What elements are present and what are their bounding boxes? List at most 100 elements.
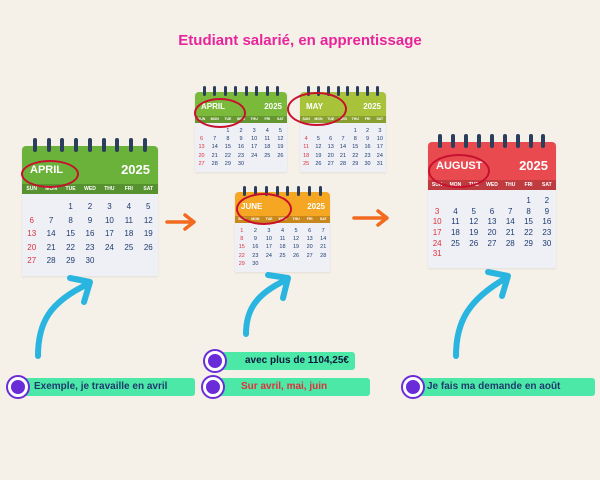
- calendar-day: 15: [352, 144, 359, 151]
- highlight-oval-august-large: [428, 154, 490, 188]
- calendar-day: [446, 196, 464, 207]
- weekday-label: THU: [250, 117, 258, 121]
- calendar-ring: [101, 138, 106, 152]
- calendar-ring: [129, 138, 134, 152]
- weekday-label: WED: [486, 182, 498, 188]
- calendar-day: 9: [366, 136, 370, 143]
- calendar-day: 6: [200, 136, 204, 143]
- calendar-ring: [528, 134, 533, 148]
- calendar-day: 7: [508, 206, 513, 216]
- calendar-ring: [87, 138, 92, 152]
- calendar-day: 26: [293, 252, 300, 259]
- label-pill-right: Je fais ma demande en août: [405, 378, 595, 396]
- purple-dot-icon: [403, 377, 423, 397]
- calendar-ring: [223, 86, 227, 96]
- calendar-ring: [213, 86, 217, 96]
- calendar-day: 2: [544, 196, 550, 205]
- calendar-day: 25: [450, 238, 460, 248]
- calendar-day: 6: [489, 206, 495, 216]
- calendar-day: 28: [211, 160, 218, 167]
- calendar-day: 20: [327, 152, 334, 159]
- calendar-day: [465, 196, 483, 207]
- calendar-day: 13: [327, 144, 334, 151]
- calendar-ring: [242, 186, 246, 196]
- calendar-ring: [375, 86, 379, 96]
- calendar-day: [337, 127, 349, 135]
- calendar-day: 23: [252, 252, 259, 259]
- calendar-weekday-bg: [428, 180, 556, 190]
- calendar-ring: [451, 134, 456, 148]
- calendar-day: 10: [251, 136, 258, 143]
- calendar-day: 29: [66, 256, 76, 266]
- calendar-day: [303, 260, 317, 268]
- calendar-day: [289, 260, 303, 268]
- blue-curved-arrow-icon: [453, 269, 511, 359]
- calendar-day: 25: [303, 160, 310, 167]
- calendar-ring: [336, 86, 340, 96]
- calendar-day: 4: [126, 202, 132, 211]
- blue-curved-arrow-icon: [243, 272, 291, 337]
- calendar-day: 13: [487, 217, 497, 227]
- calendar-day: 10: [265, 236, 272, 243]
- calendar-day: 31: [376, 160, 383, 167]
- weekday-label: THU: [104, 186, 115, 192]
- calendar-day: 8: [353, 136, 357, 143]
- weekday-label: SUN: [431, 182, 443, 188]
- calendar-day: 22: [224, 152, 231, 159]
- calendar-day: 22: [524, 227, 534, 237]
- calendar-ring: [464, 134, 469, 148]
- purple-dot-icon: [8, 377, 28, 397]
- calendar-day: 3: [252, 128, 256, 134]
- weekday-label: WED: [338, 117, 348, 121]
- page-title: Etudiant salarié, en apprentissage: [178, 32, 422, 49]
- weekday-label: FRI: [524, 182, 533, 188]
- calendar-day: [300, 127, 312, 135]
- calendar-day: 14: [46, 229, 56, 239]
- weekday-label: MON: [45, 186, 57, 192]
- calendar-year: 2025: [307, 202, 325, 211]
- calendar-day: 23: [364, 152, 371, 159]
- calendar-ring: [255, 86, 259, 96]
- calendar-day: 18: [124, 229, 134, 239]
- calendar-day: 15: [66, 229, 76, 239]
- calendar-day: 3: [434, 206, 440, 216]
- calendar-ring: [307, 86, 311, 96]
- weekday-label: SAT: [542, 182, 552, 188]
- calendar-day: 27: [27, 256, 37, 266]
- calendar-day: 27: [327, 160, 334, 167]
- highlight-oval-april-large: [21, 160, 79, 188]
- weekday-label: FRI: [264, 117, 271, 121]
- calendar-day: 26: [469, 238, 479, 248]
- calendar-day: 12: [315, 144, 322, 151]
- purple-dot-icon: [205, 351, 225, 371]
- calendar-year: 2025: [121, 162, 150, 177]
- calendar-day: 5: [294, 228, 298, 234]
- calendar-day: 14: [505, 217, 515, 227]
- calendar-day: 9: [544, 206, 550, 216]
- weekday-label: THU: [292, 217, 300, 221]
- calendar-day: 9: [239, 136, 243, 143]
- calendar-ring: [438, 134, 443, 148]
- calendar-day: 30: [542, 238, 552, 248]
- calendar-day: 28: [46, 256, 56, 266]
- calendar-day: 25: [124, 242, 134, 252]
- calendar-day: 8: [526, 206, 531, 216]
- orange-arrow-right-icon: [352, 209, 389, 227]
- calendar-day: 4: [265, 128, 269, 134]
- calendar-rings: [195, 86, 287, 96]
- calendar-rings: [300, 86, 386, 96]
- label-pill-mid-top: avec plus de 1104,25€: [205, 352, 355, 370]
- calendar-day: 21: [320, 244, 327, 251]
- calendar-day: 15: [524, 217, 534, 227]
- calendar-year: 2025: [363, 102, 381, 111]
- calendar-day: [100, 254, 119, 268]
- calendar-ring: [264, 186, 268, 196]
- weekday-label: FRI: [124, 186, 133, 192]
- calendar-ring: [319, 186, 323, 196]
- calendar-day: 23: [542, 227, 552, 237]
- calendar-day: 26: [315, 160, 322, 167]
